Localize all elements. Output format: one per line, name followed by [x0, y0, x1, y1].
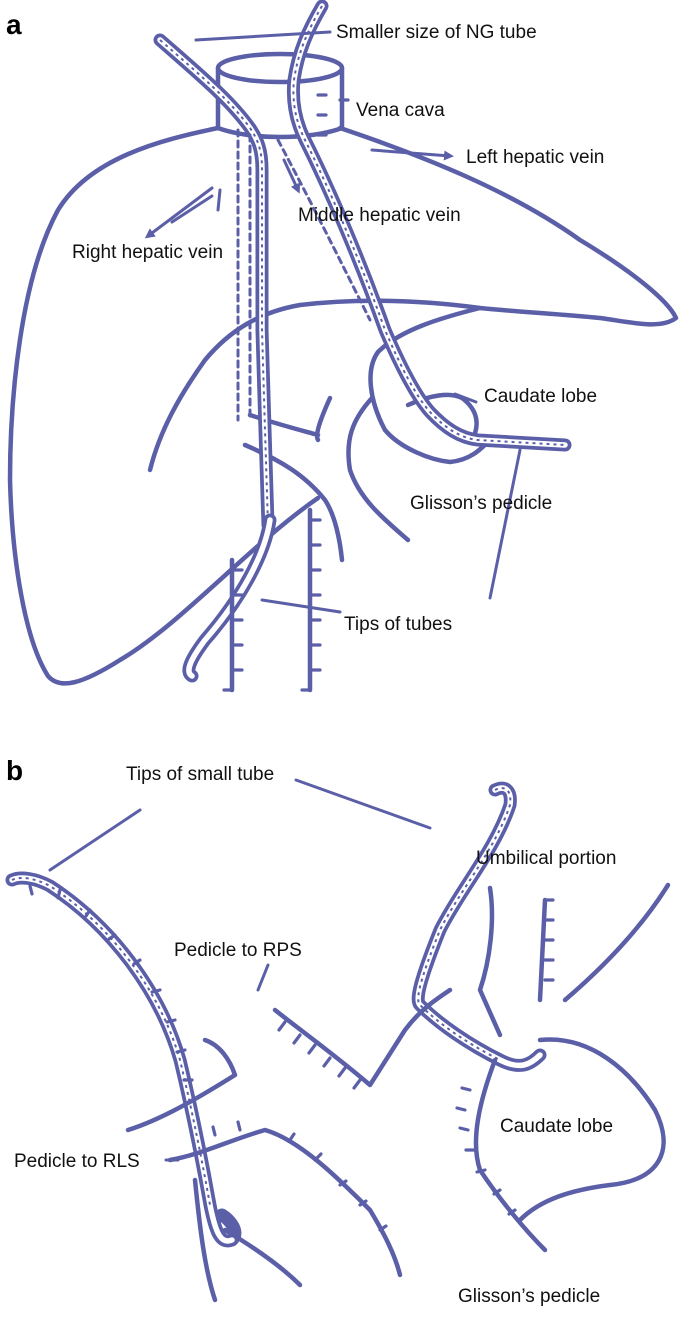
label-glisson-b: Glisson’s pedicle	[458, 1286, 600, 1307]
label-caudate-a: Caudate lobe	[484, 386, 597, 407]
panel-a: a	[6, 0, 679, 693]
label-rps: Pedicle to RPS	[174, 940, 302, 961]
label-right-hepatic: Right hepatic vein	[72, 242, 223, 263]
glisson-branch-a	[346, 395, 411, 543]
leader-ng-tube	[194, 30, 332, 42]
label-umbilical: Umbilical portion	[476, 848, 616, 869]
label-rls: Pedicle to RLS	[14, 1151, 140, 1172]
pedicle-rps	[272, 987, 453, 1088]
vena-cava-body	[215, 65, 345, 140]
right-hepatic-arrow-dash	[170, 194, 214, 224]
right-hepatic-arrow-tick	[216, 188, 222, 212]
middle-hepatic-vein	[276, 138, 372, 322]
glisson-b	[473, 1057, 548, 1253]
left-hepatic-arrow	[370, 148, 454, 161]
tube-b-right	[411, 781, 547, 1072]
right-hepatic-vein	[236, 128, 252, 422]
leader-tips-left	[48, 808, 142, 872]
tube-ticks-a	[222, 93, 350, 692]
liver-outline	[7, 125, 679, 686]
label-left-hepatic: Left hepatic vein	[466, 147, 604, 168]
leader-tips-a2	[260, 598, 342, 614]
panel-b: b Tips of small tube Umbilical portion P…	[5, 755, 671, 1307]
tube-b-left-tail	[192, 1177, 303, 1303]
leader-tips-right	[294, 778, 432, 830]
leader-tips-a	[488, 448, 522, 600]
label-ng-tube: Smaller size of NG tube	[336, 22, 537, 43]
label-tips-a: Tips of tubes	[344, 614, 452, 635]
panel-b-letter: b	[6, 755, 23, 786]
umbilical-portion-b	[477, 882, 671, 1038]
label-glisson-a: Glisson’s pedicle	[410, 493, 552, 514]
panel-a-letter: a	[6, 9, 22, 40]
ng-tube-left	[153, 33, 275, 532]
pedicle-stub	[125, 1037, 238, 1133]
label-caudate-b: Caudate lobe	[500, 1116, 613, 1137]
tube-b-left	[5, 871, 242, 1248]
liver-inner-lobe	[368, 305, 493, 465]
leader-rps	[256, 963, 270, 992]
vena-cava-top	[215, 51, 345, 85]
pedicle-rls	[167, 1127, 403, 1278]
right-hepatic-arrow	[144, 186, 214, 239]
tube-ticks-b	[28, 884, 555, 1232]
leader-caudate	[453, 392, 478, 404]
label-middle-hepatic: Middle hepatic vein	[298, 205, 461, 226]
label-tips-small: Tips of small tube	[126, 764, 274, 785]
label-vena-cava: Vena cava	[356, 100, 445, 121]
middle-hepatic-arrow	[282, 158, 300, 194]
caudate-lobe-b	[517, 1037, 666, 1223]
